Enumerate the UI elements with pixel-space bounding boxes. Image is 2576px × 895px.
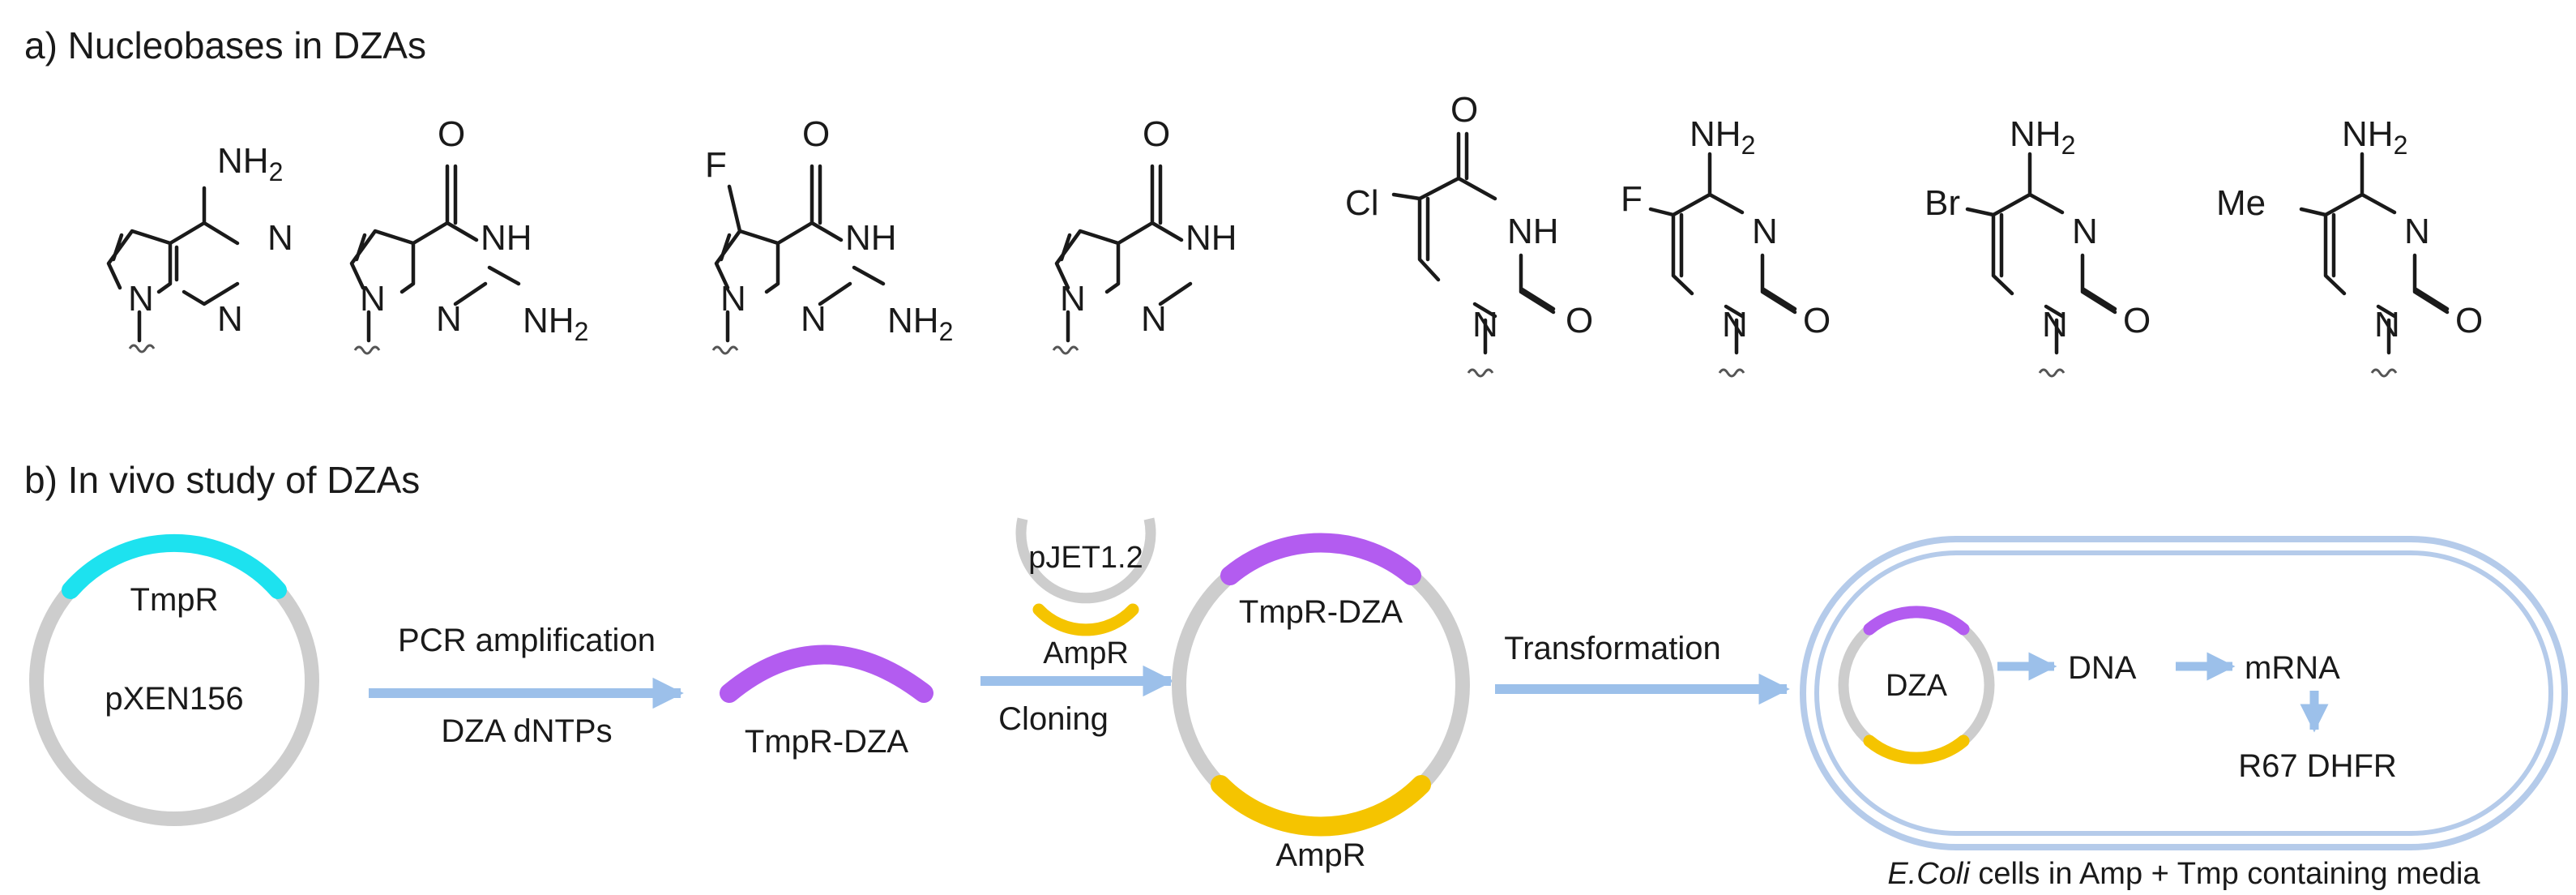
vector-ampr-label: AmpR	[1043, 636, 1129, 670]
molecule-5-methyl-cytosine: Me NH2 N N O	[2216, 114, 2483, 378]
ampr-small-segment	[1032, 603, 1139, 636]
mol8-n2: N	[2374, 305, 2400, 345]
mol8-o: O	[2455, 301, 2483, 340]
step-pcr: PCR amplification DZA dNTPs	[369, 623, 684, 749]
pxen156-label: pXEN156	[105, 681, 243, 717]
mol1-nh2: NH2	[217, 141, 283, 186]
mol8-n1: N	[2404, 212, 2430, 251]
step-cloning: Cloning	[980, 665, 1174, 737]
cell-caption: E.Coli cells in Amp + Tmp containing med…	[1887, 857, 2480, 891]
fragment-label: TmpR-DZA	[745, 724, 909, 760]
dza-plasmid-purple	[1863, 606, 1970, 636]
mol3-n1: N	[801, 299, 827, 339]
mol3-nh2: NH2	[887, 301, 953, 346]
molecule-5-fluoro-cytosine: F NH2 N N O	[1621, 114, 1831, 378]
mol3-o: O	[802, 114, 830, 154]
mol1-n1: N	[267, 218, 293, 258]
recombinant-ampr-label: AmpR	[1275, 837, 1365, 873]
molecule-5-chloro-uracil: Cl O NH N O	[1345, 90, 1593, 378]
caption-rest: cells in Amp + Tmp containing media	[1970, 857, 2481, 891]
ecoli-italic: E.Coli	[1887, 857, 1971, 891]
mol2-nh2: NH2	[523, 301, 588, 346]
mol6-f: F	[1621, 179, 1643, 219]
fragment-arc	[720, 644, 933, 703]
mol7-br: Br	[1925, 183, 1960, 223]
protein-label: R67 DHFR	[2238, 748, 2397, 784]
molecule-7-deaza-guanine: O NH N N NH2	[349, 114, 588, 355]
panel-a-title: a) Nucleobases in DZAs	[24, 24, 426, 66]
mol1-n2: N	[217, 299, 243, 339]
dza-plasmid-yellow	[1863, 734, 1970, 764]
vector-pjet: pJET1.2 AmpR	[1015, 517, 1156, 670]
mol6-o: O	[1803, 301, 1831, 340]
mol5-o2: O	[1566, 301, 1593, 340]
mol7-n2: N	[2042, 305, 2068, 345]
tmpr-label: TmpR	[130, 582, 219, 618]
mol1-n3: N	[128, 279, 154, 319]
recombinant-tmpr-dza-label: TmpR-DZA	[1239, 594, 1403, 630]
mol5-nh: NH	[1507, 212, 1559, 251]
ecoli-cell: DZA DNA mRNA R67 DHFR	[1800, 536, 2568, 850]
molecule-7-deaza-hypoxanthine: O NH N N	[1052, 114, 1237, 355]
mol2-n2: N	[360, 279, 386, 319]
mol3-nh: NH	[845, 218, 897, 258]
mol3-f: F	[705, 145, 727, 185]
mol6-n1: N	[1752, 212, 1778, 251]
mol7-o: O	[2123, 301, 2151, 340]
tmpr-dza-segment	[1220, 533, 1421, 585]
mol6-n2: N	[1722, 305, 1748, 345]
pjet-label: pJET1.2	[1028, 541, 1143, 575]
pjet-ring	[1015, 517, 1156, 604]
mol4-n1: N	[1141, 299, 1167, 339]
mol7-nh2: NH2	[2010, 114, 2075, 160]
panel-b-title: b) In vivo study of DZAs	[24, 459, 420, 501]
mol8-me: Me	[2216, 183, 2266, 223]
molecule-7-deaza-adenine: NH2 N N N	[106, 141, 293, 353]
mol3-n2: N	[720, 279, 746, 319]
mol6-nh2: NH2	[1690, 114, 1755, 160]
mol2-o: O	[438, 114, 465, 154]
pcr-label: PCR amplification	[398, 623, 656, 658]
mol4-o: O	[1143, 114, 1170, 154]
mol7-n1: N	[2072, 212, 2098, 251]
ampr-segment	[1211, 775, 1431, 837]
mol5-cl: Cl	[1345, 183, 1379, 223]
dza-dntps-label: DZA dNTPs	[441, 713, 612, 749]
cell-inner-wall	[1814, 550, 2553, 836]
mol8-nh2: NH2	[2342, 114, 2407, 160]
transformation-label: Transformation	[1504, 631, 1721, 666]
cell-outer-wall	[1800, 536, 2568, 850]
step-transformation: Transformation	[1495, 631, 1790, 705]
mol4-nh: NH	[1185, 218, 1237, 258]
plasmid-pxen156: TmpR pXEN156	[29, 533, 319, 826]
mol2-n1: N	[436, 299, 462, 339]
plasmid-recombinant: TmpR-DZA AmpR	[1172, 533, 1470, 873]
dza-label: DZA	[1886, 669, 1948, 703]
tmpr-segment	[62, 533, 287, 599]
mol2-nh: NH	[481, 218, 532, 258]
cloning-label: Cloning	[998, 701, 1109, 737]
fragment-tmpr-dza: TmpR-DZA	[720, 644, 933, 760]
molecule-5-bromo-cytosine: Br NH2 N N O	[1925, 114, 2151, 378]
mrna-label: mRNA	[2245, 650, 2340, 686]
molecule-7-fluoro-7-deaza-guanine: F O NH N N NH2	[705, 114, 953, 355]
mol4-n2: N	[1060, 279, 1086, 319]
mol5-n: N	[1472, 305, 1498, 345]
dna-label: DNA	[2068, 650, 2137, 686]
mol5-o1: O	[1450, 90, 1478, 130]
